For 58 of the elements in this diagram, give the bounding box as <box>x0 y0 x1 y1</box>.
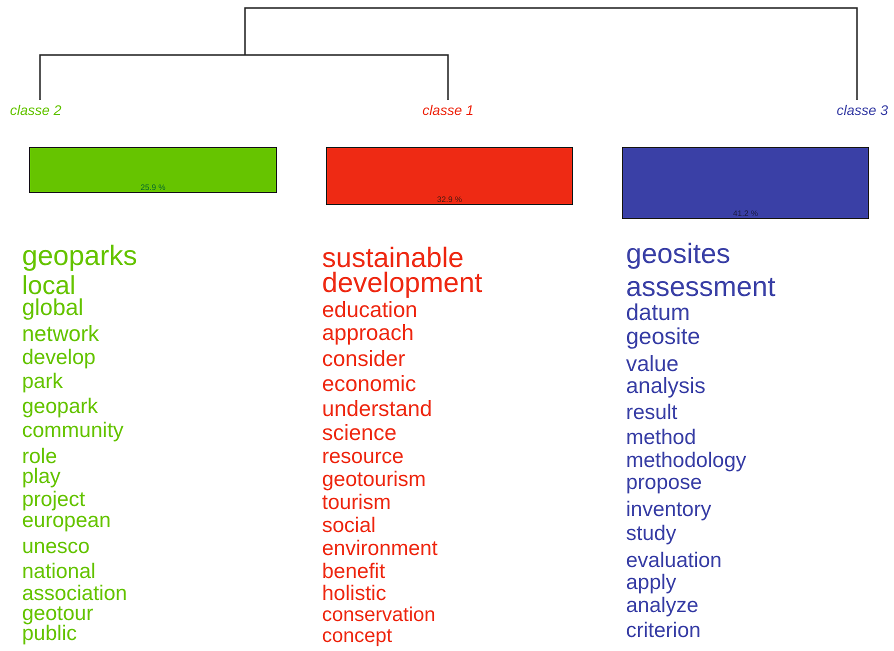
keyword: evaluation <box>626 550 722 570</box>
keyword: geotour <box>22 602 94 624</box>
keyword: global <box>22 296 84 318</box>
keyword: holistic <box>322 582 386 604</box>
cluster-label: classe 2 <box>10 102 62 118</box>
keyword: science <box>322 422 397 444</box>
keyword: unesco <box>22 536 90 556</box>
cluster-label: classe 1 <box>422 102 474 118</box>
keyword: geosite <box>626 324 700 348</box>
keyword: role <box>22 446 58 466</box>
keyword: value <box>626 353 679 375</box>
keyword: geoparks <box>22 242 138 270</box>
percentage-label: 41.2 % <box>732 209 759 218</box>
keyword: analysis <box>626 375 706 397</box>
keyword: datum <box>626 300 690 324</box>
keyword: community <box>22 420 124 440</box>
keyword: study <box>626 522 676 544</box>
keyword: sustainable <box>322 244 464 272</box>
keyword: conservation <box>322 605 436 625</box>
keyword: local <box>22 272 76 298</box>
keyword: criterion <box>626 620 701 640</box>
keyword: approach <box>322 322 414 344</box>
keyword: resource <box>322 446 404 466</box>
keyword: method <box>626 426 696 448</box>
keyword: environment <box>322 538 438 558</box>
keyword: analyze <box>626 594 698 616</box>
percentage-label: 25.9 % <box>140 183 166 192</box>
keyword: propose <box>626 472 702 492</box>
keyword: concept <box>322 626 392 646</box>
keyword: development <box>322 269 482 297</box>
keyword: geopark <box>22 396 98 416</box>
keyword: geosites <box>626 240 730 268</box>
keyword: consider <box>322 348 406 370</box>
keyword: geotourism <box>322 468 426 490</box>
keyword: network <box>22 323 100 345</box>
percentage-label: 32.9 % <box>436 195 463 204</box>
keyword: association <box>22 582 128 604</box>
cluster-bar <box>29 147 277 193</box>
keyword: benefit <box>322 560 386 582</box>
keyword: project <box>22 488 86 510</box>
cluster-bar <box>326 147 573 205</box>
keyword: methodology <box>626 450 746 470</box>
cluster-label: classe 3 <box>836 102 888 118</box>
cluster-bar <box>622 147 869 219</box>
keyword: tourism <box>322 492 391 512</box>
keyword: apply <box>626 572 676 592</box>
keyword: play <box>22 466 61 486</box>
keyword: social <box>322 514 376 536</box>
keyword: education <box>322 299 418 321</box>
keyword: economic <box>322 373 416 395</box>
keyword: national <box>22 560 96 582</box>
keyword: understand <box>322 398 432 420</box>
keyword: inventory <box>626 498 712 520</box>
keyword: develop <box>22 346 96 368</box>
keyword: assessment <box>626 273 776 301</box>
keyword: result <box>626 402 678 422</box>
keyword: european <box>22 510 111 530</box>
keyword: park <box>22 370 63 392</box>
